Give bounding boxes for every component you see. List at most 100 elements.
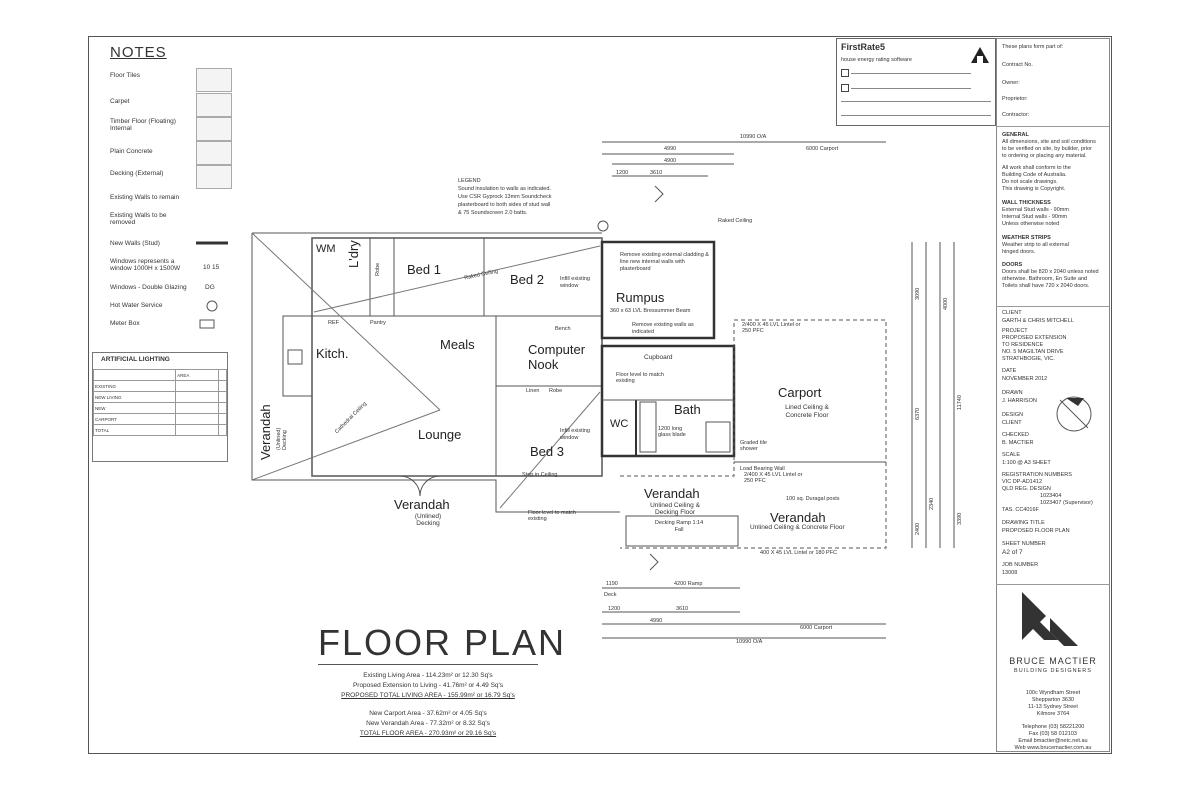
tb-header-3: Proprietor: [1002,96,1028,102]
tb-general-2: to ordering or placing any material. [1002,153,1087,159]
area-extension: Proposed Extension to Living - 41.76m² o… [352,682,504,689]
firstrate-title: FirstRate5 [841,42,886,52]
legend-line-3: plasterboard to both sides of stud wall [458,202,551,208]
tb-weather-title: WEATHER STRIPS [1002,235,1051,241]
north-point-icon [1056,396,1092,432]
carpet-swatch [196,93,232,117]
tb-job-label: JOB NUMBER [1002,562,1039,568]
tb-general-3: All work shall conform to the [1002,165,1071,171]
dim-3610-top: 3610 [650,170,663,176]
tb-scale-label: SCALE [1002,452,1021,458]
infill-window-note-1: Infill existing window [560,276,590,289]
artificial-lighting-table: ARTIFICIAL LIGHTING AREA EXISTING NEW LI… [92,352,228,462]
note-existing-walls: Existing Walls to remain [110,194,180,201]
tb-wall-1: Internal Stud walls - 90mm [1002,214,1068,220]
dim-2400: 2400 [915,522,921,535]
tb-address-2: 11-13 Sydney Street [1028,704,1078,710]
tb-general-1: to be verified on site, by builder, prio… [1002,146,1092,152]
label-pantry: Pantry [370,320,386,326]
step-in-ceiling-note: Step in Ceiling [522,472,558,478]
tb-reg-2: 1023404 [1040,493,1062,499]
title-block [996,38,1110,752]
tb-doors-0: Doors shall be 820 x 2040 unless noted [1002,269,1099,275]
floor-level-note-1: Floor level to match existing [616,372,664,384]
dim-3610-bottom: 3610 [676,606,689,612]
tb-project-0: PROPOSED EXTENSION [1002,335,1067,341]
tb-contact-3: Web www.brucemactier.com.au [1014,745,1092,751]
lintel-bottom-note: 400 X 45 LVL Lintel or 180 PFC [760,550,838,556]
remove-walls-note: Remove existing walls as indicated [632,322,694,335]
label-robe-1: Robe [375,262,381,276]
firstrate-stamp: FirstRate5 house energy rating software [836,38,996,126]
timber-swatch [196,117,232,141]
remove-cladding-note: Remove existing external cladding & line… [620,252,709,272]
tb-reg-0: VIC DP-AD1412 [1002,479,1043,485]
tb-header-0: These plans form part of: [1002,44,1064,50]
glass-blade-note: 1200 long glass blade [658,426,686,438]
area-verandah: New Verandah Area - 77.32m² or 8.32 Sq's [366,720,490,727]
room-rumpus: Rumpus [616,290,665,305]
label-robe-2: Robe [549,388,563,394]
tb-checked: B. MACTIER [1002,440,1034,446]
dim-3390: 3390 [957,512,963,525]
lintel-top-note: 2/400 X 45 LVL Lintel or 250 PFC [742,322,801,334]
dim-carport-bottom: 6000 Carport [800,625,833,631]
legend-line-2: Use CSR Gyprock 13mm Soundcheck [458,194,552,200]
tb-design: CLIENT [1002,420,1022,426]
note-hot-water: Hot Water Service [110,302,163,309]
note-concrete: Plain Concrete [110,148,153,155]
note-removed-walls: Existing Walls to be removed [110,212,167,226]
tb-design-label: DESIGN [1002,412,1024,418]
title-underline [318,664,538,665]
carport-note: Lined Ceiling & Concrete Floor [785,404,829,419]
dim-4000: 4000 [943,297,949,310]
tb-project-2: NO. 5 MAGILTAN DRIVE [1002,349,1064,355]
tb-contact-1: Fax (03) 58 012103 [1028,731,1077,737]
tb-company: BRUCE MACTIER [1009,656,1097,666]
room-wm: WM [316,243,336,255]
room-verandah-left: Verandah [258,404,273,460]
decking-swatch [196,165,232,189]
tb-drawing-title-label: DRAWING TITLE [1002,520,1045,526]
tb-wall-0: External Stud walls - 90mm [1002,207,1069,213]
tb-header-1: Contract No. [1002,62,1033,68]
stamp-line [841,115,991,116]
tb-header-2: Owner: [1002,80,1020,86]
area-total-floor: TOTAL FLOOR AREA - 270.93m² or 29.16 Sq'… [359,730,497,737]
tb-checked-label: CHECKED [1002,432,1029,438]
room-wc: WC [610,418,629,430]
infill-window-note-2: Infill existing window [560,428,590,441]
dim-ramp: 4200 Ramp [674,581,703,587]
room-lounge: Lounge [418,427,462,442]
dim-4990-bottom: 4990 [650,618,663,624]
tb-wall-title: WALL THICKNESS [1002,200,1051,206]
tb-general-5: Do not scale drawings. [1002,179,1058,185]
dim-6370: 6370 [915,407,921,420]
dg-code: DG [205,284,215,291]
checkbox-icon [841,84,849,92]
tb-divider [996,306,1110,307]
area-carport: New Carport Area - 37.62m² or 4.05 Sq's [369,710,487,717]
window-code: 10 15 [203,264,220,271]
note-floor-tiles: Floor Tiles [110,72,140,79]
tb-general-6: This drawing is Copyright. [1002,186,1066,192]
dim-overall-bottom: 10990 O/A [736,639,763,645]
tb-date-label: DATE [1002,368,1017,374]
dim-11740: 11740 [957,395,963,410]
legend-line-1: Sound insulation to walls as indicated. [458,186,551,192]
tb-general-0: All dimensions, site and soil conditions [1002,139,1096,145]
dim-overall-top: 10990 O/A [740,134,767,140]
tb-scale: 1:100 @ A3 SHEET [1002,460,1051,466]
tb-reg-3: 1023407 (Supervisor) [1040,500,1093,506]
floor-plan-title: FLOOR PLAN [318,622,567,663]
verandah-right-outline [620,461,887,549]
lighting-grid: AREA EXISTING NEW LIVING NEW CARPORT TOT… [92,369,228,436]
note-decking: Decking (External) [110,170,164,177]
tb-sheet-label: SHEET NUMBER [1002,541,1046,547]
label-ref: REF [328,320,339,326]
room-bed2: Bed 2 [510,272,544,287]
stamp-line [851,88,971,89]
legend-line-4: & 75 Soundscreen 2.0 batts. [458,210,528,216]
tb-contact-2: Email bmactier@netc.net.au [1018,738,1088,744]
tb-doors-2: Toilets shall have 720 x 2040 doors. [1002,283,1090,289]
